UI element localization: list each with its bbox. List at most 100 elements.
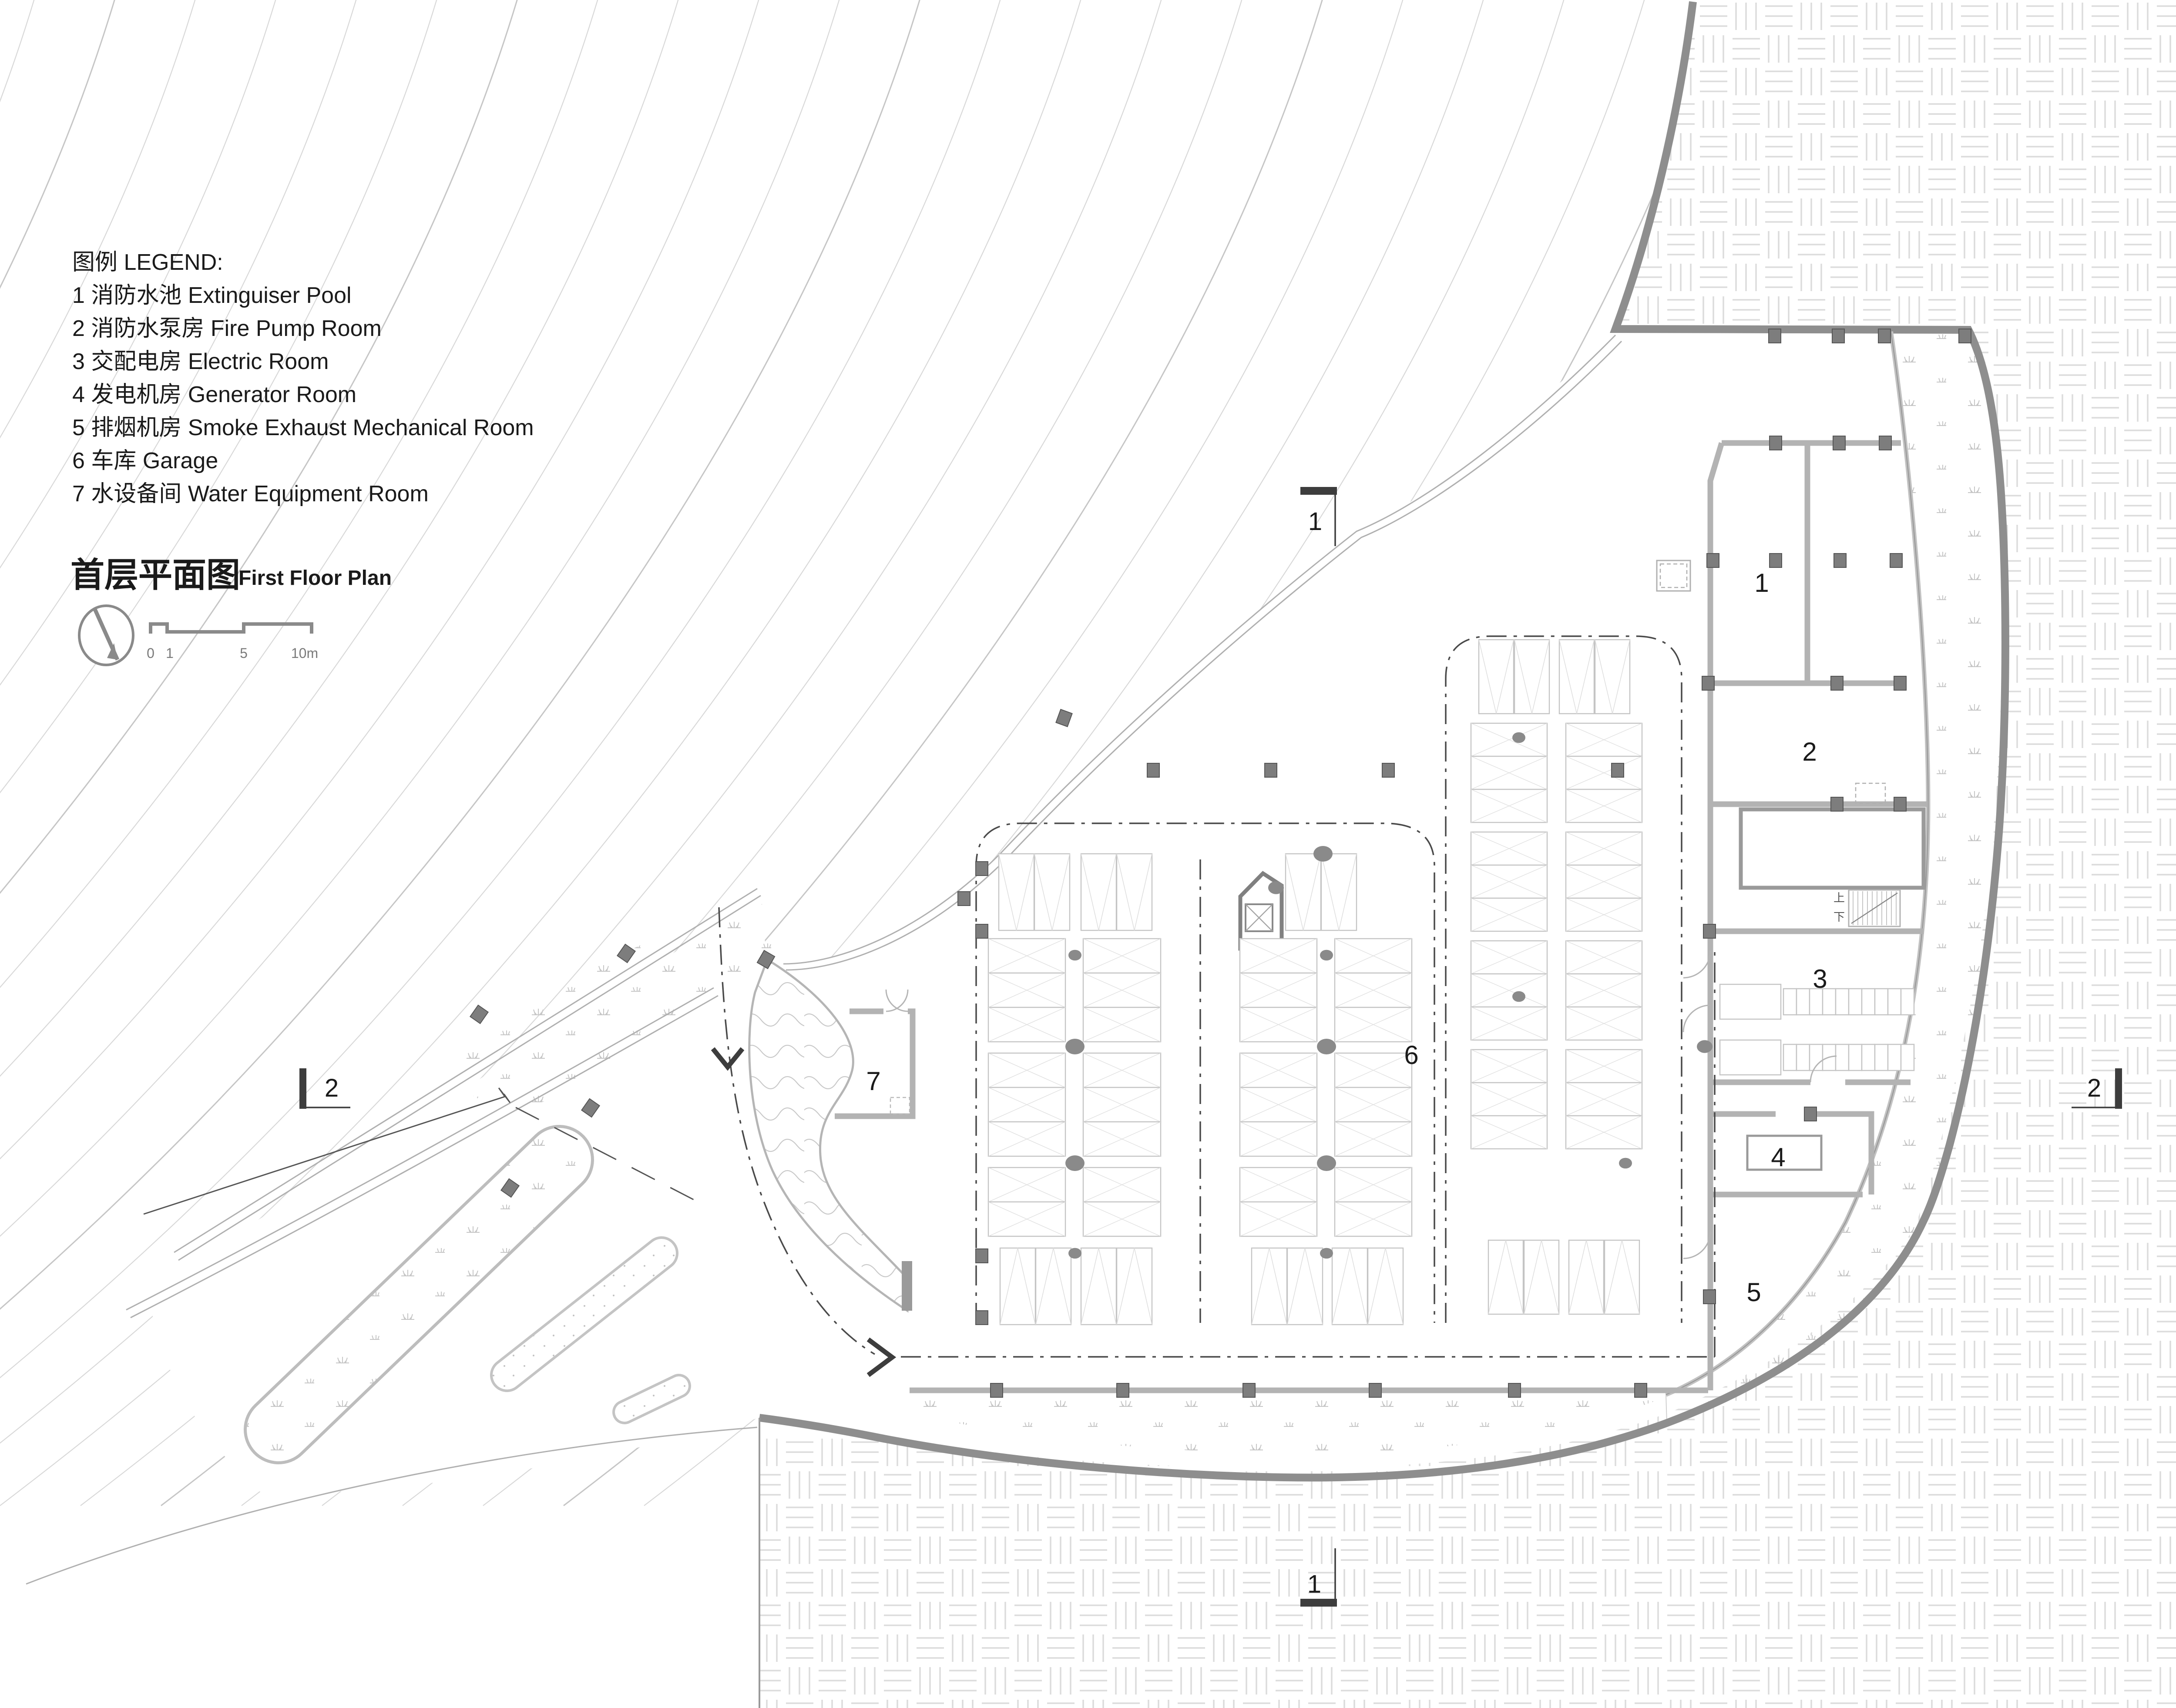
- stall-marking: [1000, 1248, 1036, 1325]
- parking-stall: [1080, 853, 1117, 931]
- road-edge: [783, 334, 1616, 965]
- column-marker: [1508, 1383, 1521, 1398]
- structural-columns: [469, 329, 1971, 1398]
- legend-heading: 图例 LEGEND:: [72, 250, 223, 275]
- stall-marking: [988, 938, 1066, 973]
- parking-stall: [1285, 853, 1322, 931]
- island-stipple: [615, 1376, 688, 1422]
- legend-item: 4 发电机房 Generator Room: [72, 382, 356, 407]
- rack-unit: [1887, 988, 1902, 1016]
- parking-stalls: [987, 639, 1643, 1325]
- section-marker-2-left: 2: [299, 1068, 350, 1109]
- column-marker: [1369, 1383, 1382, 1398]
- column-marker: [1382, 763, 1395, 778]
- stall-marking: [1251, 1248, 1287, 1325]
- stall-marking: [1565, 1115, 1642, 1149]
- parking-stall: [1568, 1239, 1605, 1315]
- stall-marking: [1471, 789, 1548, 823]
- stall-marking: [1565, 1049, 1642, 1083]
- north-arrow-icon: [78, 604, 134, 666]
- parking-stall: [1367, 1247, 1404, 1325]
- section-marker-1-bottom: 1: [1300, 1548, 1337, 1607]
- door-swings: [885, 950, 1837, 1259]
- column-marker-round: [1065, 1155, 1085, 1171]
- page-subtitle: First Floor Plan: [238, 567, 392, 590]
- stall-marking: [1239, 1167, 1317, 1202]
- column-marker: [975, 1248, 988, 1263]
- stall-marking: [1239, 1087, 1317, 1122]
- contour-line: [0, 0, 759, 1160]
- column-marker-round: [1512, 991, 1525, 1002]
- column-marker: [1830, 797, 1844, 812]
- stall-marking: [1239, 1121, 1317, 1157]
- stall-marking: [1334, 973, 1412, 1008]
- parking-stall: [1035, 1247, 1072, 1325]
- contour-line: [0, 0, 598, 988]
- column-marker: [1769, 553, 1782, 568]
- column-marker: [756, 950, 776, 970]
- equipment-dashed-box: [890, 1097, 910, 1115]
- stall-marking: [1565, 940, 1642, 974]
- parking-stall: [999, 1247, 1036, 1325]
- stall-marking: [1565, 1007, 1642, 1040]
- stall-marking: [1334, 1121, 1412, 1157]
- stall-marking: [1334, 1007, 1412, 1042]
- door-arc: [885, 989, 909, 1012]
- grass-wedge-northwest: [431, 890, 781, 1107]
- column-marker-round: [1313, 846, 1333, 862]
- stall-marking: [1471, 940, 1548, 974]
- stall-marking: [1565, 1082, 1642, 1116]
- stall-marking: [1565, 789, 1642, 823]
- building: 上 下: [835, 331, 1931, 1397]
- column-marker: [1769, 436, 1782, 450]
- stall-marking: [1471, 898, 1548, 932]
- stair-down-label: 下: [1833, 910, 1845, 923]
- scale-tick: 10m: [291, 645, 318, 661]
- road-edge: [786, 340, 1622, 971]
- stall-marking: [1083, 973, 1161, 1008]
- legend-item: 1 消防水池 Extinguiser Pool: [72, 283, 352, 308]
- column-marker: [1833, 436, 1846, 450]
- stall-marking: [1471, 756, 1548, 790]
- stall-marking: [1471, 1082, 1548, 1116]
- column-marker: [1890, 553, 1903, 568]
- column-marker: [1055, 708, 1073, 728]
- contour-line: [0, 0, 276, 569]
- room-label-water-equipment: 7: [866, 1067, 880, 1096]
- generator-pad: [1746, 1134, 1823, 1171]
- stall-marking: [1478, 639, 1514, 714]
- utility-pad: [1656, 560, 1691, 592]
- column-marker-round: [1068, 1248, 1081, 1259]
- paved-plaza: [759, 0, 2176, 1708]
- contour-line: [0, 0, 840, 1237]
- rack-unit: [1900, 988, 1915, 1016]
- rack-unit: [1874, 1044, 1889, 1071]
- column-marker: [1958, 329, 1971, 343]
- stall-marking: [1565, 756, 1642, 790]
- stall-marking: [1471, 1115, 1548, 1149]
- column-marker: [1242, 1383, 1256, 1398]
- title-block: 首层平面图 First Floor Plan 0 1 5 10m: [71, 556, 392, 666]
- column-marker: [1830, 676, 1844, 691]
- contour-line: [0, 0, 679, 1077]
- stall-marking: [1334, 1201, 1412, 1237]
- grass-strip-south: [910, 1397, 1667, 1454]
- stall-marking: [1514, 639, 1550, 714]
- rack-unit: [1796, 988, 1810, 1016]
- road-edge: [130, 995, 719, 1319]
- break-symbol: [498, 1087, 511, 1103]
- parking-stall: [1080, 1247, 1117, 1325]
- legend-item: 6 车库 Garage: [72, 448, 218, 473]
- stall-marking: [1083, 1053, 1161, 1088]
- column-marker: [1832, 329, 1845, 343]
- rack-unit: [1835, 1044, 1850, 1071]
- plaza-hatch: [759, 0, 2176, 1708]
- legend-item: 7 水设备间 Water Equipment Room: [72, 481, 429, 507]
- stall-marking: [988, 973, 1066, 1008]
- room-label-garage: 6: [1404, 1040, 1418, 1070]
- parking-stall: [1116, 1247, 1153, 1325]
- island-stipple: [493, 1239, 676, 1389]
- stall-marking: [1034, 853, 1070, 931]
- stall-marking: [1332, 1248, 1368, 1325]
- parking-stall: [1594, 639, 1631, 715]
